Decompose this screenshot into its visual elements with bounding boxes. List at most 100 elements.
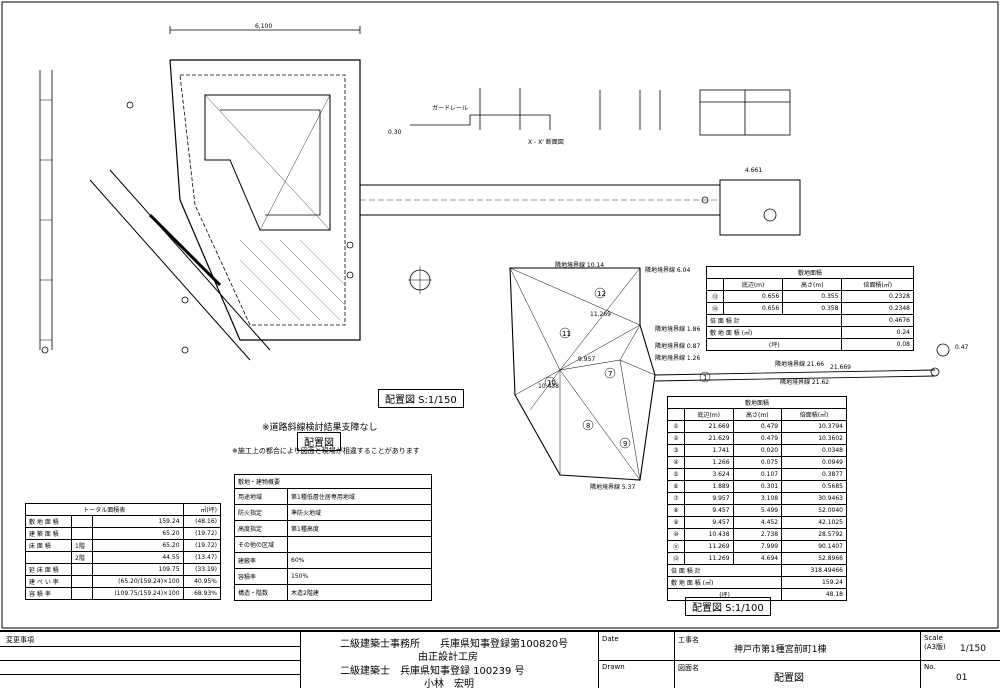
area-small-header-area: 倍面積(㎡) <box>841 278 914 291</box>
table-row: 構造・階数木造2階建 <box>234 584 432 601</box>
area-table-small: 敷地面積 底辺(m) 高さ(m) 倍面積(㎡) ⑬ 0.656 0.355 0.… <box>705 266 914 351</box>
project-cell: 工事名 神戸市第1種宮前町1棟 <box>674 632 921 661</box>
table-row: 敷 地 面 積 (㎡)0.24 <box>705 326 914 339</box>
svg-text:7: 7 <box>608 370 612 378</box>
annotation-dim-4661: 4.661 <box>745 167 763 174</box>
table-row: 用途地域第1種低層住居専用地域 <box>234 488 432 505</box>
number-value: 01 <box>956 673 968 683</box>
number-label: No. <box>924 663 936 671</box>
table-row: 高度指定第1種高度 <box>234 520 432 537</box>
table-row: 敷 地 面 積 (㎡)159.24 <box>666 576 847 589</box>
drawn-cell: Drawn <box>598 660 675 688</box>
annotation-boundary-087: 隣地境界線 0.87 <box>655 343 701 350</box>
annotation-dim-6100: 6,100 <box>255 23 273 30</box>
table-row: (坪)48.18 <box>666 588 847 601</box>
annotation-boundary-186: 隣地境界線 1.86 <box>655 326 701 333</box>
annotation-boundary-2166: 隣地境界線 21.66 <box>775 361 825 368</box>
table-row: ⑭ 0.656 0.358 0.2348 <box>706 302 914 315</box>
total-area-unit: ㎡(坪) <box>182 503 222 516</box>
svg-text:9: 9 <box>623 440 627 448</box>
annotation-guardrail: ガードレール <box>432 105 469 112</box>
office-line2: 由正設計工房 <box>418 652 478 663</box>
annotation-section-xx: X - X' 断面図 <box>528 139 564 146</box>
annotation-dim-9957: 9.957 <box>578 356 596 363</box>
office-cell: 二級建築士事務所 兵庫県知事登録第100820号 由正設計工房 二級建築士 兵庫… <box>300 632 599 690</box>
annotation-boundary-1014: 隣地境界線 10.14 <box>555 262 605 269</box>
table-row: 防火指定準防火地域 <box>234 504 432 521</box>
construction-note: ※施工上の都合により図面と現場が相違することがあります <box>232 447 420 455</box>
svg-text:11: 11 <box>562 330 571 338</box>
title-block: 変更事項 二級建築士事務所 兵庫県知事登録第100820号 由正設計工房 二級建… <box>0 630 1000 690</box>
architect-line: 二級建築士 兵庫県知事登録 100239 号 <box>340 666 525 677</box>
project-label: 工事名 <box>678 636 699 644</box>
revisions-label: 変更事項 <box>6 636 34 644</box>
total-area-title: トータル面積表 <box>25 503 184 516</box>
area-main-header-height: 高さ(m) <box>732 408 783 421</box>
svg-text:1: 1 <box>703 374 707 382</box>
drawing-name-cell: 図面名 配置図 <box>674 660 921 688</box>
architect-name: 小林 宏明 <box>424 679 474 690</box>
table-row: その他の区域 <box>234 536 432 553</box>
svg-text:12: 12 <box>597 290 606 298</box>
site-overview-table: 敷地・建物概要 用途地域第1種低層住居専用地域防火指定準防火地域高度指定第1種高… <box>234 474 432 601</box>
site-overview-rows: 用途地域第1種低層住居専用地域防火指定準防火地域高度指定第1種高度その他の区域建… <box>234 488 432 601</box>
annotation-boundary-537: 隣地境界線 5.37 <box>590 484 636 491</box>
svg-text:8: 8 <box>586 422 590 430</box>
site-plan-label: 配置図 <box>297 432 341 451</box>
site-overview-title: 敷地・建物概要 <box>234 474 432 489</box>
drawing-name-label: 図面名 <box>678 664 699 672</box>
drawn-label: Drawn <box>602 663 625 671</box>
annotation-030: 0.30 <box>388 129 402 136</box>
scale-label: Scale <box>924 634 943 642</box>
drawing-name: 配置図 <box>774 673 804 684</box>
scale-sub: (A3版) <box>924 643 946 651</box>
number-cell: No. 01 <box>920 660 1000 688</box>
table-row: ⑬ 0.656 0.355 0.2328 <box>706 290 914 303</box>
svg-text:10: 10 <box>547 379 556 387</box>
date-cell: Date <box>598 632 675 661</box>
area-main-header-base: 底辺(m) <box>684 408 734 421</box>
site-plan-drawing: 12 11 10 7 8 9 1 <box>1 1 999 629</box>
site-plan-scale-150-label: 配置図 S:1/150 <box>378 389 464 408</box>
date-label: Date <box>602 635 619 643</box>
scale-cell: Scale (A3版) 1/150 <box>920 632 1000 661</box>
area-main-header-area: 倍面積(㎡) <box>781 408 847 421</box>
office-line1: 二級建築士事務所 兵庫県知事登録第100820号 <box>340 639 569 650</box>
area-small-header-base: 底辺(m) <box>722 278 784 291</box>
annotation-boundary-604: 隣地境界線 6.04 <box>645 267 691 274</box>
area-table-main-title: 敷地面積 <box>667 396 847 409</box>
annotation-boundary-126: 隣地境界線 1.26 <box>655 355 701 362</box>
area-table-small-title: 敷地面積 <box>706 266 914 279</box>
annotation-dim-11269: 11.269 <box>590 311 611 318</box>
scale-value: 1/150 <box>960 644 986 654</box>
table-row: (坪)0.08 <box>705 338 914 351</box>
annotation-dim-21669: 21.669 <box>830 364 851 371</box>
